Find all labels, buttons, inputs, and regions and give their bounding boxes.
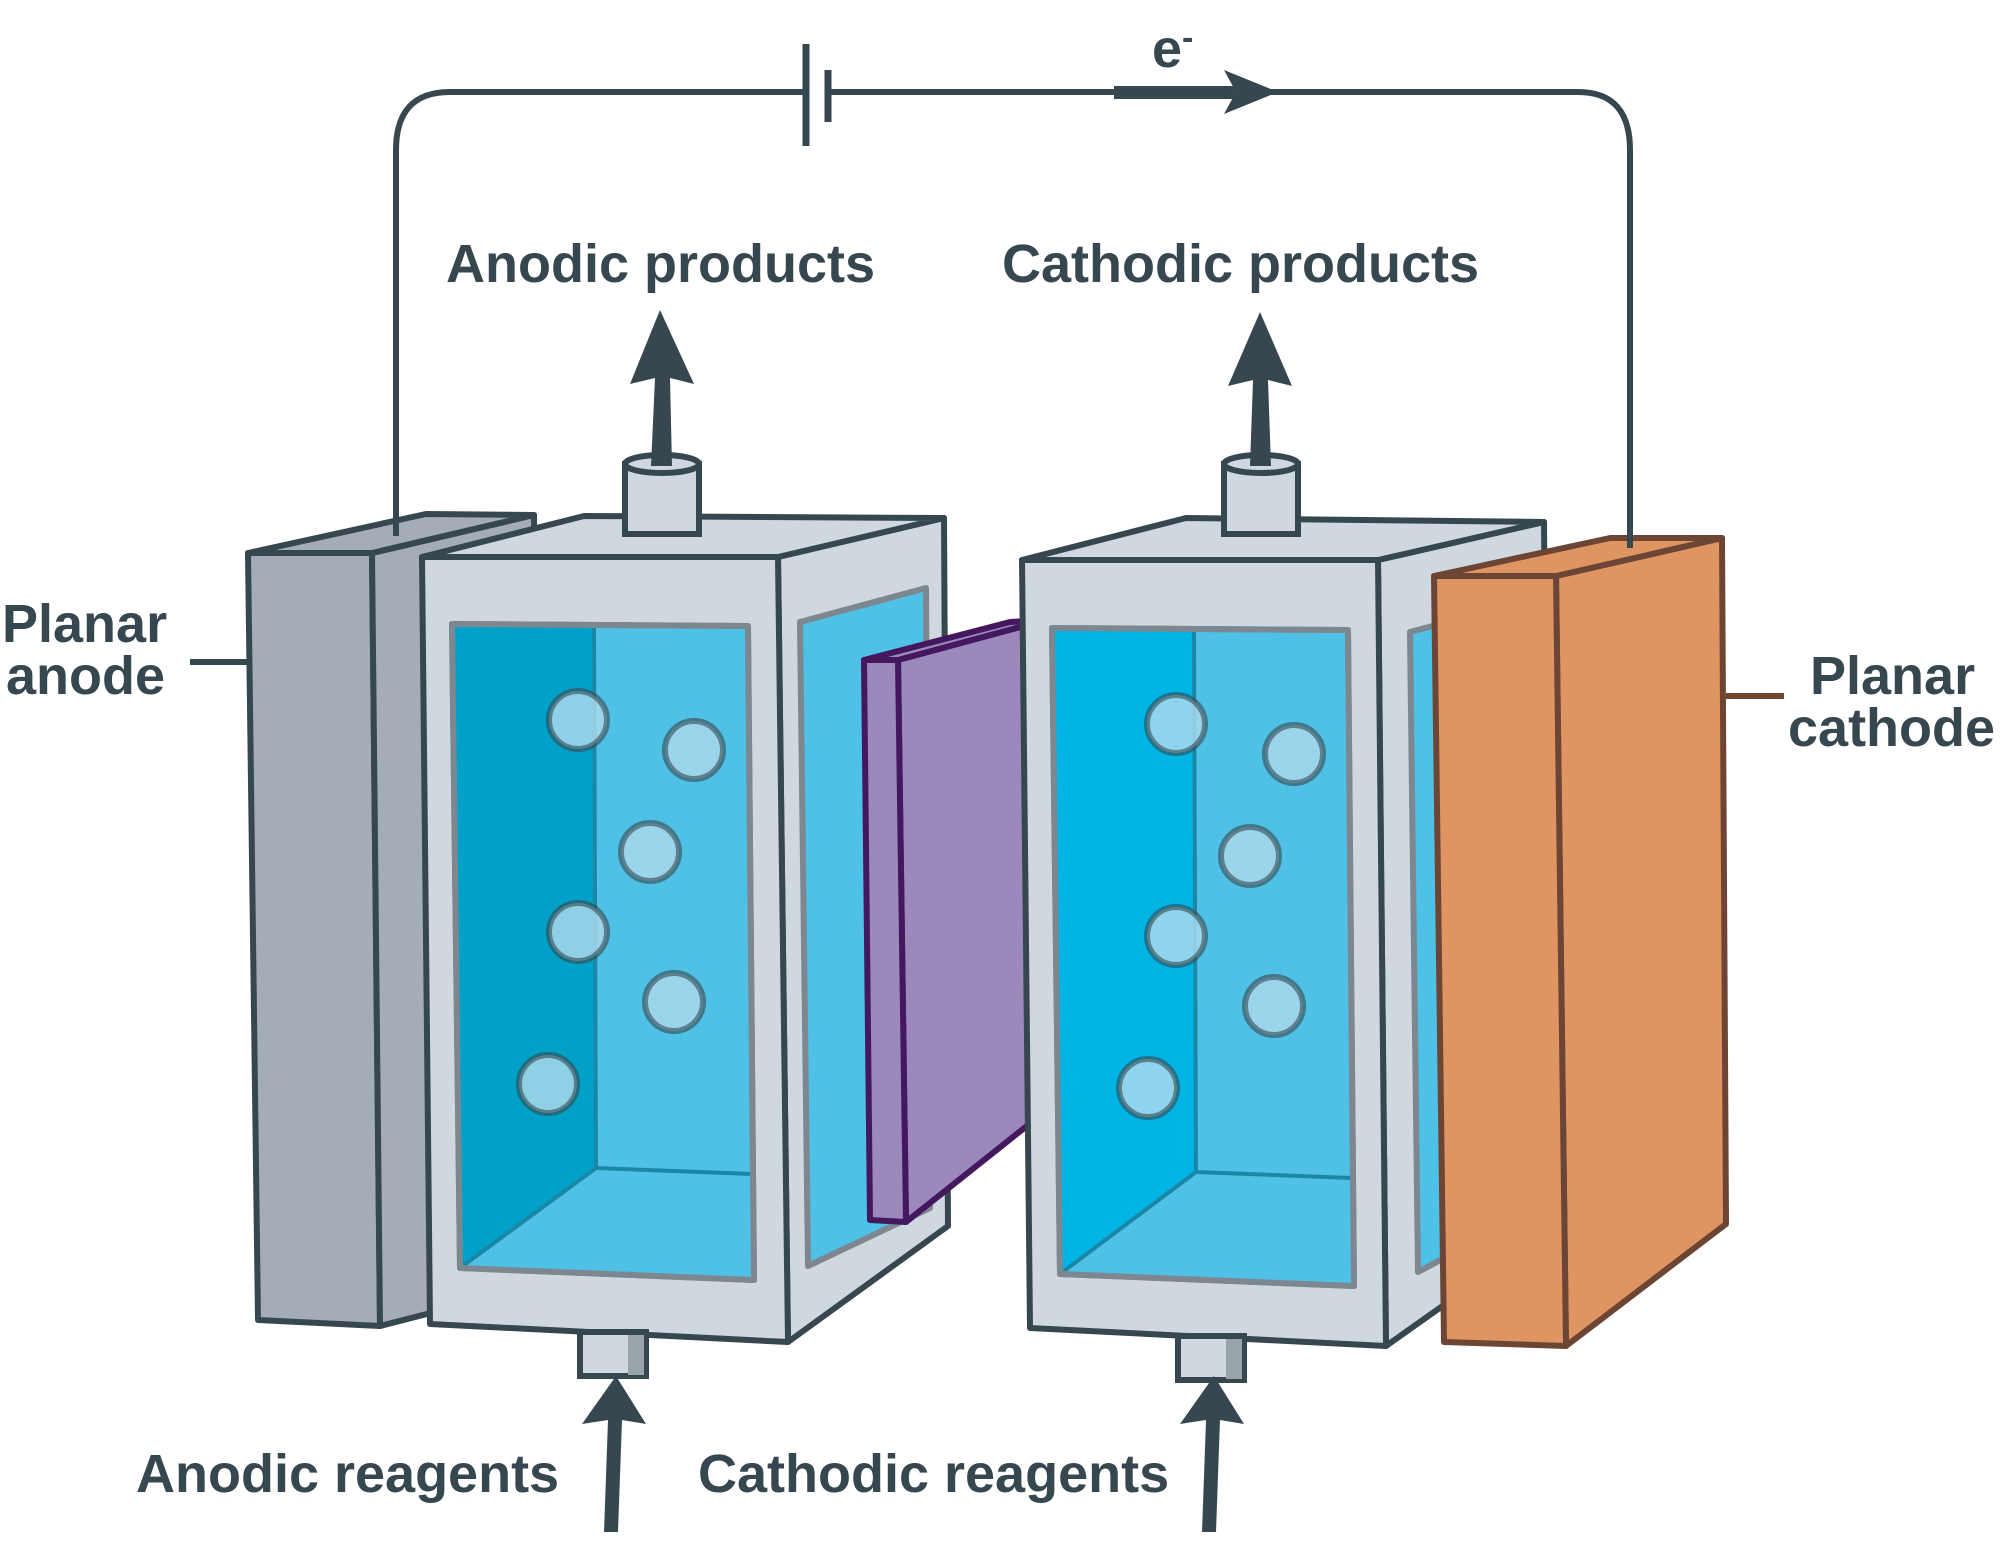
cathodic-window-frame xyxy=(1049,625,1357,1289)
bubble xyxy=(618,820,682,884)
circuit-wire xyxy=(393,89,1633,545)
cathodic-products-label: Cathodic products xyxy=(1002,234,1479,294)
electron-arrow-head xyxy=(1224,70,1278,114)
cathodic-inner-diagonal xyxy=(1058,1170,1198,1276)
electron-arrow-shaft xyxy=(1114,86,1234,99)
cathode-front-face xyxy=(1431,573,1569,1349)
cathodic-inlet-pipe-shade xyxy=(1226,1339,1242,1379)
anodic-products-label: Anodic products xyxy=(446,234,875,294)
anodic-electrolyte-floor xyxy=(460,1168,754,1280)
bubble xyxy=(1144,904,1208,968)
anodic-inlet-pipe-shade xyxy=(628,1335,644,1375)
cathodic-reagents-arrow xyxy=(1180,1376,1244,1532)
anodic-products-arrow xyxy=(630,310,694,466)
anodic-inner-diagonal xyxy=(458,1166,598,1270)
bubble xyxy=(662,718,726,782)
cathodic-inner-floor-edge xyxy=(1195,1170,1353,1180)
planar-cathode-label-line2: cathode xyxy=(1788,698,1995,758)
bubble xyxy=(1262,722,1326,786)
planar-anode-label-line2: anode xyxy=(6,646,165,706)
flow-arrows xyxy=(582,310,1292,1532)
battery-gap xyxy=(806,70,828,114)
bubble xyxy=(516,1052,580,1116)
bubble xyxy=(1242,974,1306,1038)
bubble xyxy=(1144,692,1208,756)
anodic-reagents-arrow xyxy=(582,1376,646,1532)
cathodic-bubbles xyxy=(1116,692,1326,1120)
anodic-inner-floor-edge xyxy=(595,1166,753,1176)
planar-anode-label: Planar anode xyxy=(2,594,182,706)
ion-exchange-membrane xyxy=(861,617,1055,1225)
bubble xyxy=(1116,1056,1180,1120)
anodic-reagents-label: Anodic reagents xyxy=(136,1444,559,1504)
anodic-bubbles xyxy=(516,688,726,1116)
electron-label: e- xyxy=(1152,19,1193,79)
planar-cathode xyxy=(1431,535,1784,1349)
planar-cathode-label: Planar cathode xyxy=(1788,646,1995,758)
cathode-side-face xyxy=(1553,535,1729,1349)
anode-top-face xyxy=(245,511,537,556)
cathodic-electrolyte-floor xyxy=(1060,1172,1354,1286)
bubble xyxy=(1218,824,1282,888)
bubble xyxy=(546,688,610,752)
membrane-front-face xyxy=(861,657,909,1225)
planar-anode-label-line1: Planar xyxy=(2,594,167,654)
cathode-top-face xyxy=(1431,535,1725,579)
planar-cathode-label-line1: Planar xyxy=(1810,646,1975,706)
anodic-window-frame xyxy=(449,621,757,1283)
cathodic-products-arrow xyxy=(1228,312,1292,466)
cathodic-reagents-label: Cathodic reagents xyxy=(698,1444,1169,1504)
bubble xyxy=(642,970,706,1034)
anode-front-face xyxy=(245,550,383,1329)
anodic-cell xyxy=(419,452,951,1379)
external-circuit: e- xyxy=(393,19,1633,545)
bubble xyxy=(546,900,610,964)
